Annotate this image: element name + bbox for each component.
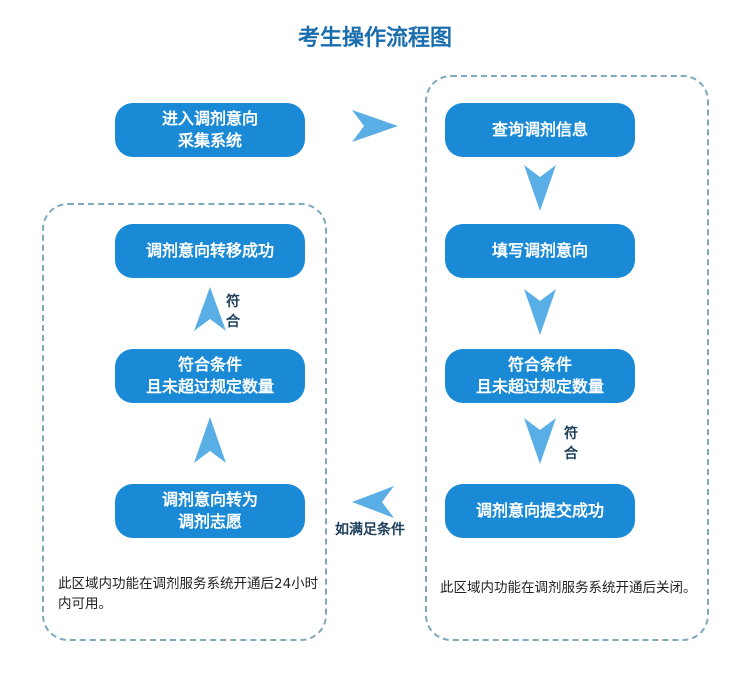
right-dashed-zone [425, 75, 709, 641]
diagram-title: 考生操作流程图 [297, 26, 452, 51]
arrow-left-icon [352, 486, 394, 518]
left-zone-note: 此区域内功能在调剂服务系统开通后24小时内可用。 [58, 576, 319, 612]
step-transfer-success: 调剂意向转移成功 [115, 224, 305, 278]
arrow-down-icon [524, 289, 556, 335]
left-match-label: 符 合 [226, 294, 240, 330]
cross-condition-label: 如满足条件 [335, 522, 405, 538]
step-fill-intention: 填写调剂意向 [445, 224, 635, 278]
right-match-label: 符 合 [564, 426, 578, 462]
left-dashed-zone [42, 203, 327, 641]
step-right-condition: 符合条件 且未超过规定数量 [445, 349, 635, 403]
step-convert-to-choice: 调剂意向转为 调剂志愿 [115, 484, 305, 538]
arrow-down-icon [524, 165, 556, 211]
step-submit-success: 调剂意向提交成功 [445, 484, 635, 538]
step-enter-system: 进入调剂意向 采集系统 [115, 103, 305, 157]
arrow-up-icon [194, 287, 226, 331]
arrow-right-icon [352, 110, 398, 142]
step-left-condition: 符合条件 且未超过规定数量 [115, 349, 305, 403]
right-zone-note: 此区域内功能在调剂服务系统开通后关闭。 [440, 580, 697, 596]
step-query-info: 查询调剂信息 [445, 103, 635, 157]
arrow-down-icon [524, 418, 556, 464]
arrow-up-icon [194, 417, 226, 463]
